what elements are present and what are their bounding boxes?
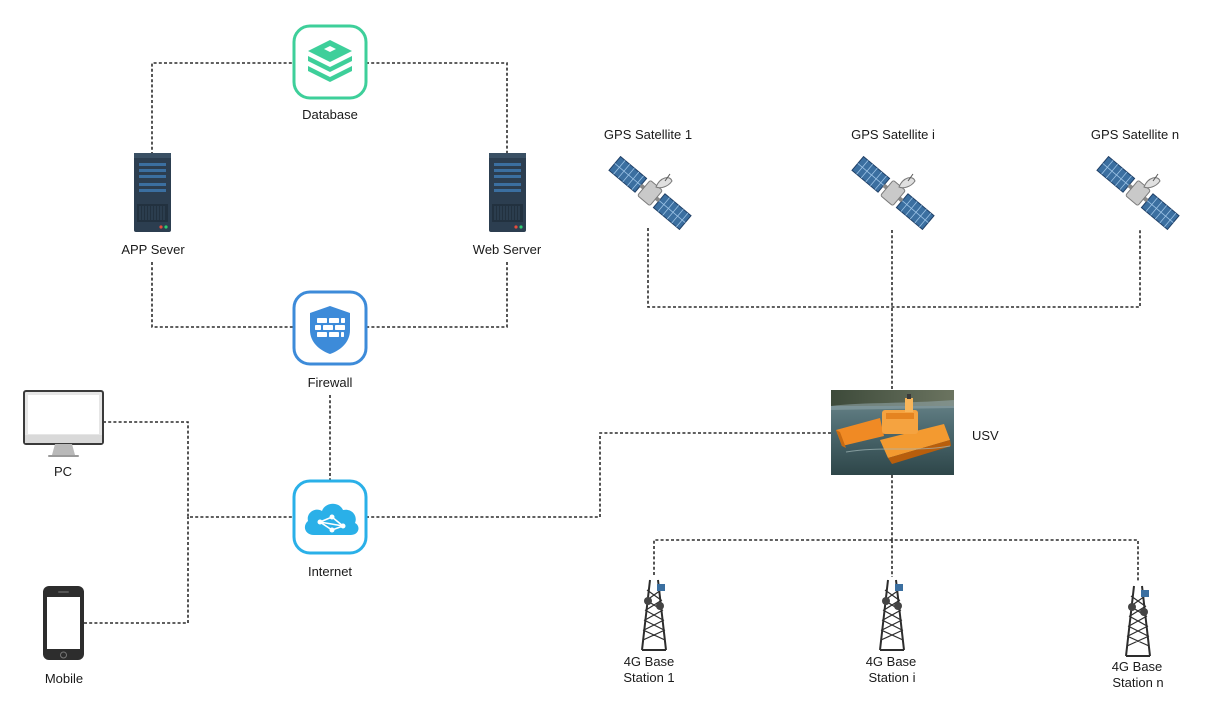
satellite-icon [1096,155,1180,231]
base-station-i-node[interactable]: 4G Base Station i [866,579,917,685]
link-app-server-firewall [151,262,294,328]
usv-label: USV [972,428,999,443]
link-base-stations-bus [653,539,1139,582]
base-station-n-label-line2: Station n [1112,675,1163,690]
link-satellites-bus [647,228,1141,308]
pc-label: PC [54,464,72,479]
gps-satellite-n-node[interactable]: GPS Satellite n [1091,127,1180,231]
link-mobile-bus [84,517,189,624]
base-station-1-label-line2: Station 1 [623,670,674,685]
link-web-server-firewall [366,262,508,328]
smartphone-icon [43,586,84,660]
connectors [84,62,1141,624]
desktop-monitor-icon [23,390,104,457]
web-server-node[interactable]: Web Server [473,153,542,257]
base-station-n-node[interactable]: 4G Base Station n [1112,585,1164,690]
internet-label: Internet [308,564,352,579]
web-server-label: Web Server [473,242,542,257]
cell-tower-icon [879,579,905,651]
satellite-icon [608,155,692,231]
cloud-icon [304,503,359,535]
gps-satellite-i-node[interactable]: GPS Satellite i [851,127,935,231]
internet-node[interactable]: Internet [292,479,368,579]
base-station-n-label-line1: 4G Base [1112,659,1163,674]
pc-node[interactable]: PC [23,390,104,479]
app-server-node[interactable]: APP Sever [121,153,185,257]
firewall-node[interactable]: Firewall [292,290,368,390]
server-icon [134,153,171,232]
gps-satellite-n-label: GPS Satellite n [1091,127,1179,142]
firewall-shield-icon [310,306,350,354]
app-server-label: APP Sever [121,242,185,257]
mobile-node[interactable]: Mobile [43,586,84,686]
gps-satellite-1-label: GPS Satellite 1 [604,127,692,142]
server-icon [489,153,526,232]
usv-boat-photo [831,390,954,475]
gps-satellite-i-label: GPS Satellite i [851,127,935,142]
database-icon [308,40,352,82]
cell-tower-icon [1125,585,1151,657]
satellite-icon [851,155,935,231]
cell-tower-icon [641,579,667,651]
usv-node[interactable]: USV [831,390,999,475]
base-station-i-label-line2: Station i [869,670,916,685]
database-label: Database [302,107,358,122]
firewall-label: Firewall [308,375,353,390]
mobile-label: Mobile [45,671,83,686]
database-node[interactable]: Database [292,24,368,122]
base-station-i-label-line1: 4G Base [866,654,917,669]
link-pc-internet [103,421,294,518]
gps-satellite-1-node[interactable]: GPS Satellite 1 [604,127,692,231]
base-station-1-node[interactable]: 4G Base Station 1 [623,579,675,685]
link-database-web-server [366,62,508,155]
link-database-app-server [151,62,294,155]
link-internet-usv [366,432,831,518]
base-station-1-label-line1: 4G Base [624,654,675,669]
